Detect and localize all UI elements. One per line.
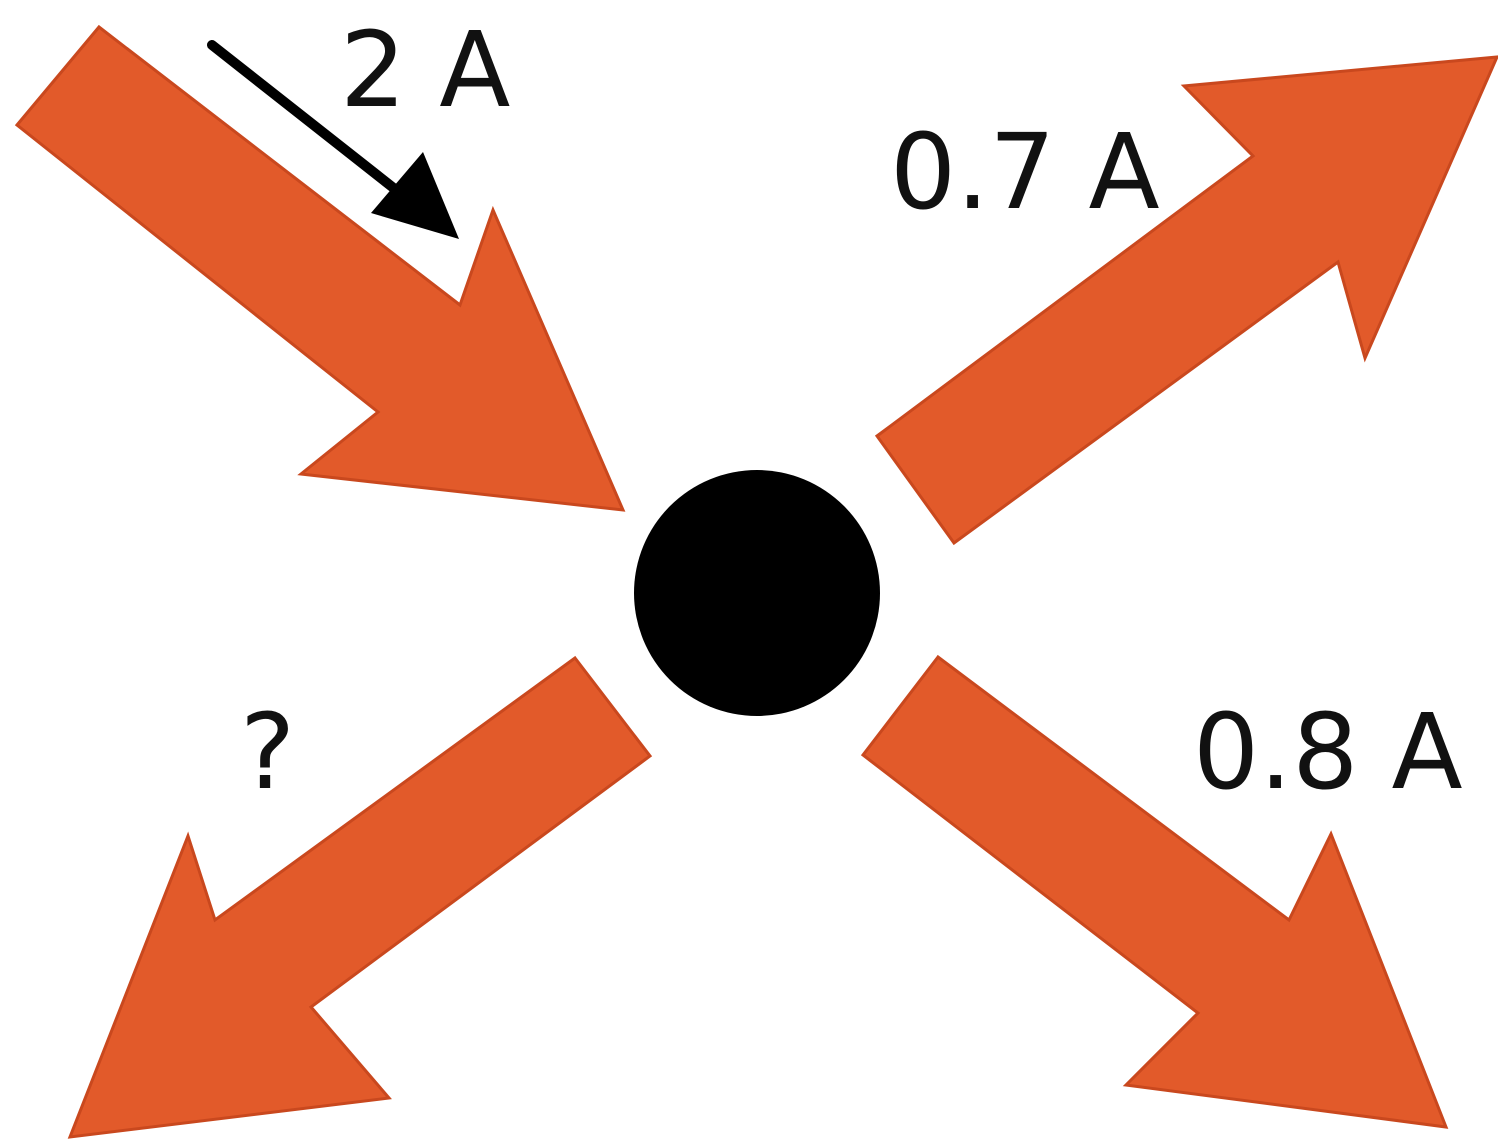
incoming-current-arrow (14, 24, 626, 512)
junction-node (634, 470, 880, 716)
incoming-current-pointer-head (371, 152, 459, 239)
bottom-left-current-arrow (67, 655, 653, 1139)
incoming-current-label: 2 A (340, 9, 510, 131)
incoming-current-pointer-shaft (207, 40, 410, 202)
unknown-current-label: ? (240, 691, 295, 813)
bottom-right-current-arrow (860, 654, 1449, 1129)
top-right-current-arrow (874, 55, 1498, 546)
bottom-right-current-label: 0.8 A (1193, 691, 1463, 813)
top-right-current-label: 0.7 A (890, 111, 1160, 233)
